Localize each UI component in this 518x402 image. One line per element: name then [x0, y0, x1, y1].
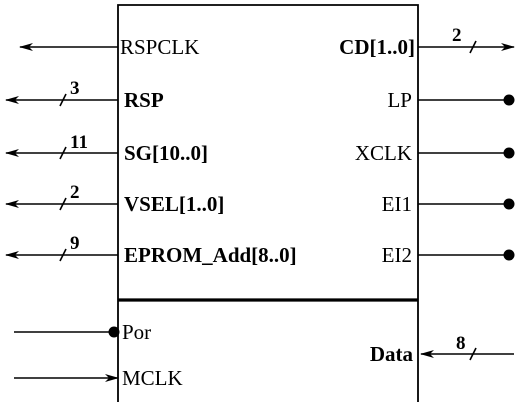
pin-label: XCLK: [355, 141, 412, 165]
input-bubble-icon: [503, 249, 515, 261]
pin-label: LP: [387, 88, 412, 112]
pin-label: EI2: [382, 243, 412, 267]
bus-width-label: 8: [456, 333, 466, 354]
bus-slash: [59, 146, 67, 160]
pin-label: Data: [370, 342, 414, 366]
bus-width-label: 2: [70, 182, 80, 203]
pin-label: MCLK: [122, 366, 183, 390]
pin-label: EI1: [382, 192, 412, 216]
pin-rsp: 3 RSP: [5, 78, 164, 112]
pin-cd: CD[1..0] 2: [339, 25, 515, 59]
bus-width-label: 9: [70, 233, 80, 254]
pin-label: CD[1..0]: [339, 35, 415, 59]
pin-label: EPROM_Add[8..0]: [124, 243, 297, 267]
bus-width-label: 3: [70, 78, 80, 99]
pin-ei1: EI1: [382, 192, 515, 216]
bus-slash: [59, 197, 67, 211]
pin-label: VSEL[1..0]: [124, 192, 224, 216]
pin-mclk: MCLK: [14, 366, 183, 390]
pin-data: Data 8: [370, 333, 514, 366]
pin-label: Por: [122, 320, 151, 344]
pin-xclk: XCLK: [355, 141, 515, 165]
pin-por: Por: [14, 320, 151, 344]
pin-rspclk: RSPCLK: [19, 35, 199, 59]
input-bubble-icon: [503, 198, 515, 210]
bus-width-label: 2: [452, 25, 462, 46]
pin-vsel: 2 VSEL[1..0]: [5, 182, 224, 216]
bus-slash: [469, 40, 477, 54]
pin-sg: 11 SG[10..0]: [5, 132, 208, 165]
input-bubble-icon: [503, 147, 515, 159]
input-bubble-icon: [108, 326, 120, 338]
pin-label: SG[10..0]: [124, 141, 208, 165]
pin-label: RSPCLK: [120, 35, 199, 59]
pin-ei2: EI2: [382, 243, 515, 267]
pin-label: RSP: [124, 88, 164, 112]
bus-width-label: 11: [70, 132, 88, 153]
pin-eprom-add: 9 EPROM_Add[8..0]: [5, 233, 297, 267]
bus-slash: [469, 347, 477, 361]
pin-lp: LP: [387, 88, 515, 112]
bus-slash: [59, 248, 67, 262]
bus-slash: [59, 93, 67, 107]
input-bubble-icon: [503, 94, 515, 106]
